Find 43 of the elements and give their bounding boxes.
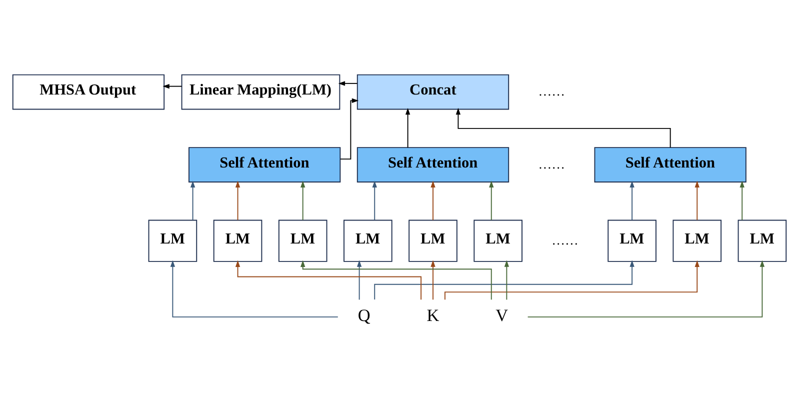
arrow [190,180,196,221]
node-box: LM [278,220,328,262]
arrow [300,180,306,221]
arrow [430,180,436,221]
arrow [444,260,700,300]
node-box: LM [213,220,262,262]
arrow [372,180,377,221]
arrow [235,180,240,221]
node-box: Concat [356,74,510,110]
arrow [430,260,436,300]
node-box: Self Attention [188,147,341,182]
arrow [356,260,362,300]
node-box: Self Attention [356,147,510,182]
node-box: LM [608,220,656,262]
arrow [504,260,510,300]
node-box: LM [738,220,787,262]
label: …… [538,84,566,99]
arrow [162,84,182,89]
label: …… [538,156,566,172]
arrow [374,260,634,300]
node-text: Q [358,306,370,326]
arrow [338,81,358,86]
arrow [740,180,744,221]
arrow [300,260,492,300]
node-text: V [496,306,508,326]
node-box: Linear Mapping(LM) [181,74,340,110]
label: …… [552,232,578,248]
node-box: Self Attention [594,147,746,182]
node-box: MHSA Output [12,74,165,110]
node-box: LM [344,220,392,262]
arrow [456,108,671,148]
node-box: LM [148,220,198,262]
arrow [630,180,634,221]
arrow [170,260,338,318]
node-text: K [426,306,440,326]
arrow [405,108,410,148]
arrow [694,180,700,221]
node-box: LM [672,220,722,262]
node-box: LM [408,220,458,262]
arrow [489,180,494,221]
arrow [235,260,422,300]
arrow [527,260,765,318]
node-box: LM [474,220,522,262]
